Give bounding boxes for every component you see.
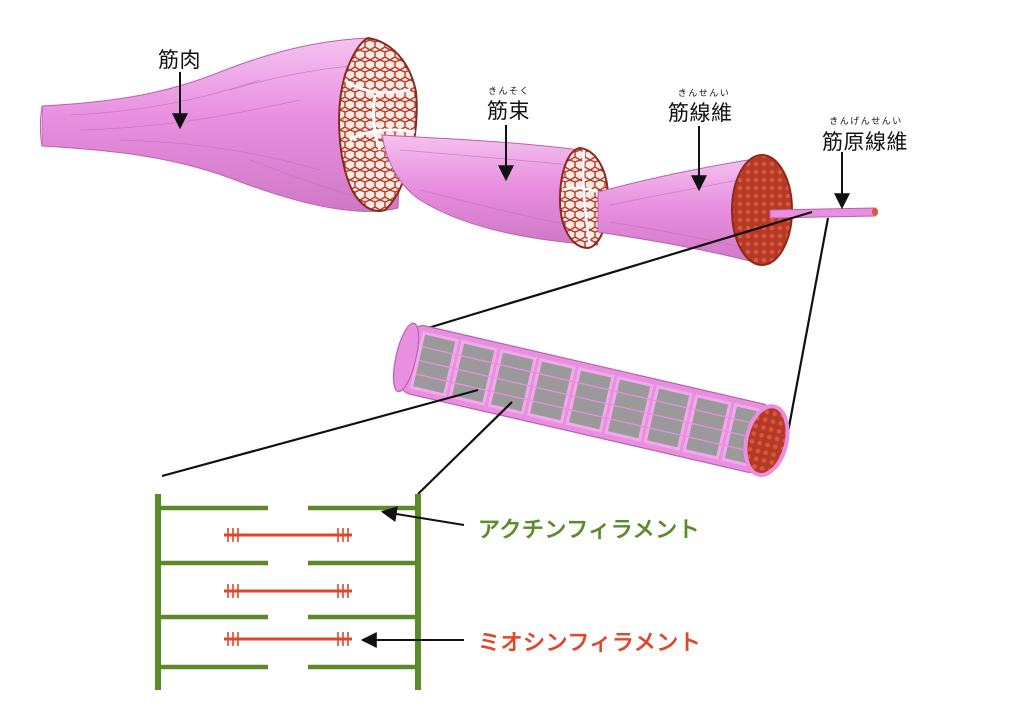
label-fiber: 筋線維 (668, 101, 733, 125)
myosin-filament-2 (224, 584, 352, 598)
label-actin-filament: アクチンフィラメント (478, 518, 701, 543)
label-myofibril: 筋原線維 (822, 130, 908, 154)
myosin-filament-3 (224, 632, 352, 646)
bundle-body (381, 134, 599, 246)
myofibril-strand (769, 207, 878, 219)
actin-filaments (158, 505, 418, 670)
zoom-lines-bottom (161, 388, 513, 495)
muscle-body (40, 37, 406, 212)
label-myosin-filament: ミオシンフィラメント (478, 631, 702, 656)
myosin-filaments (224, 528, 352, 646)
ruby-fiber: きんせんい (677, 89, 731, 99)
enlarged-myofibril (392, 322, 790, 478)
ruby-myofibril: きんげんせんい (829, 117, 903, 127)
zoom-lines-top (427, 210, 830, 433)
myosin-filament-1 (224, 528, 352, 542)
label-bundle: 筋束 (487, 99, 530, 123)
left-arrow-icon (380, 506, 465, 526)
label-muscle: 筋肉 (158, 48, 201, 72)
z-lines (155, 494, 421, 690)
ruby-bundle: きんそく (487, 87, 530, 97)
